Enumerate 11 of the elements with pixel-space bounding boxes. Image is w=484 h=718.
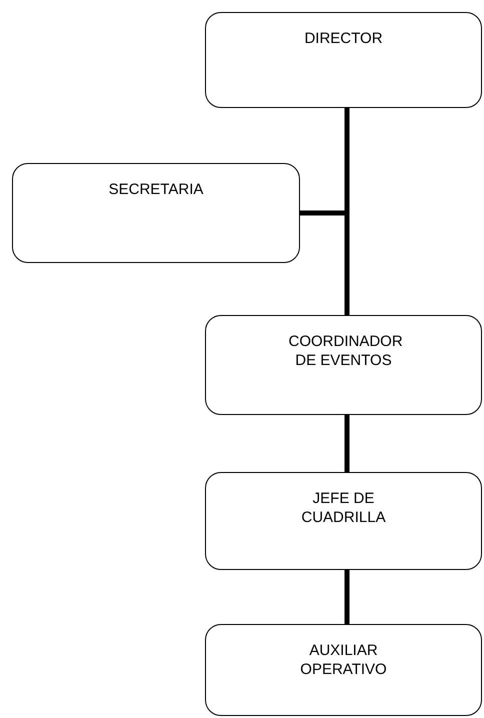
org-box xyxy=(205,624,482,716)
connector-line xyxy=(344,415,350,472)
org-box xyxy=(205,472,482,570)
org-box xyxy=(205,315,482,415)
role-title: JEFE DE CUADRILLA xyxy=(300,489,387,527)
role-title: SECRETARIA xyxy=(108,180,204,199)
org-box xyxy=(12,163,300,263)
role-title: DIRECTOR xyxy=(303,29,384,48)
org-box xyxy=(205,12,482,108)
connector-line xyxy=(344,570,350,624)
role-title: AUXILIAR OPERATIVO xyxy=(299,641,388,679)
